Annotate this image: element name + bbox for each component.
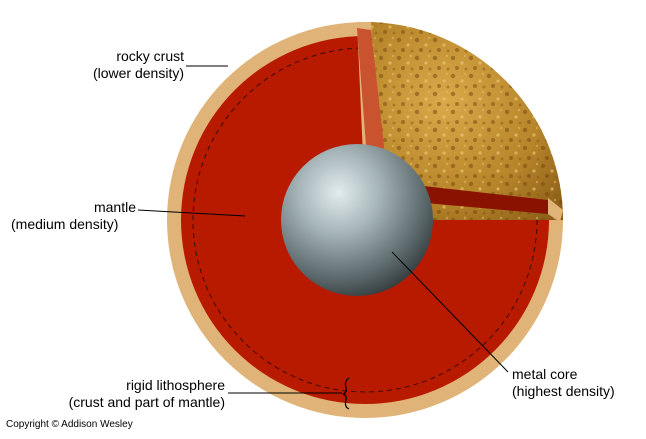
label-rocky-crust-line2: (lower density) xyxy=(92,65,184,81)
label-rocky-crust-line1: rocky crust xyxy=(116,48,184,64)
copyright-notice: Copyright © Addison Wesley xyxy=(6,419,133,430)
label-rocky-crust: rocky crust (lower density) xyxy=(60,48,184,82)
label-rigid-lithosphere-line1: rigid lithosphere xyxy=(126,377,225,393)
label-mantle-line2: (medium density) xyxy=(11,216,119,232)
mantle-leader-line xyxy=(137,209,246,217)
label-mantle-line1: mantle xyxy=(93,199,136,215)
label-metal-core-line2: (highest density) xyxy=(512,383,615,399)
label-metal-core: metal core (highest density) xyxy=(512,366,642,400)
label-mantle: mantle (medium density) xyxy=(11,199,141,233)
label-rigid-lithosphere: rigid lithosphere (crust and part of man… xyxy=(30,377,225,411)
label-metal-core-line1: metal core xyxy=(512,366,578,382)
core-leader-line xyxy=(391,251,509,373)
label-rigid-lithosphere-line2: (crust and part of mantle) xyxy=(68,394,225,410)
lithosphere-bracket xyxy=(342,377,350,410)
crust-cut-edge-horizontal xyxy=(548,198,563,222)
metal-core xyxy=(281,144,433,296)
